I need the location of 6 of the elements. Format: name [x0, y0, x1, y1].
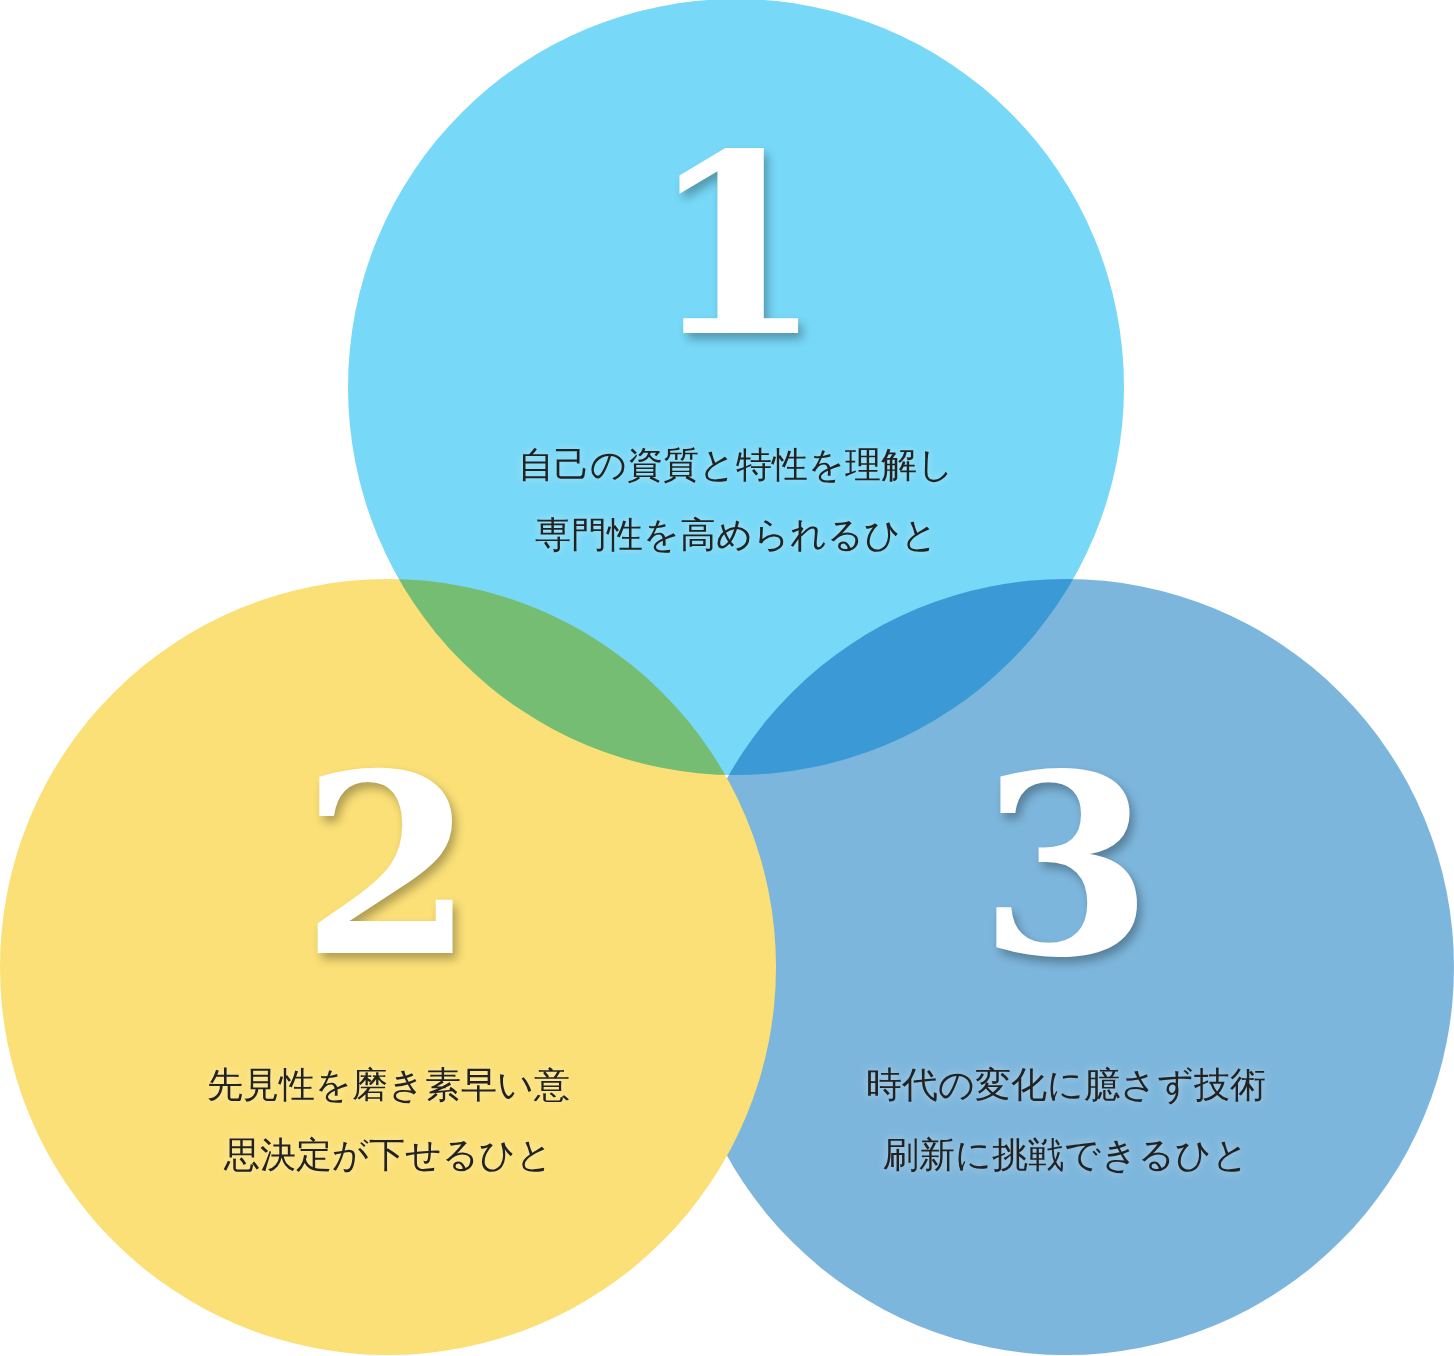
circle-text: 自己の資質と特性を理解し専門性を高められるひと — [517, 443, 955, 557]
circle-number: 2 — [301, 740, 475, 990]
circle-number: 3 — [979, 740, 1153, 990]
circle-text: 先見性を磨き素早い意思決定が下せるひと — [205, 1063, 571, 1177]
circle-text: 時代の変化に臆さず技術刷新に挑戦できるひと — [865, 1063, 1267, 1177]
circle-number: 1 — [649, 120, 823, 370]
